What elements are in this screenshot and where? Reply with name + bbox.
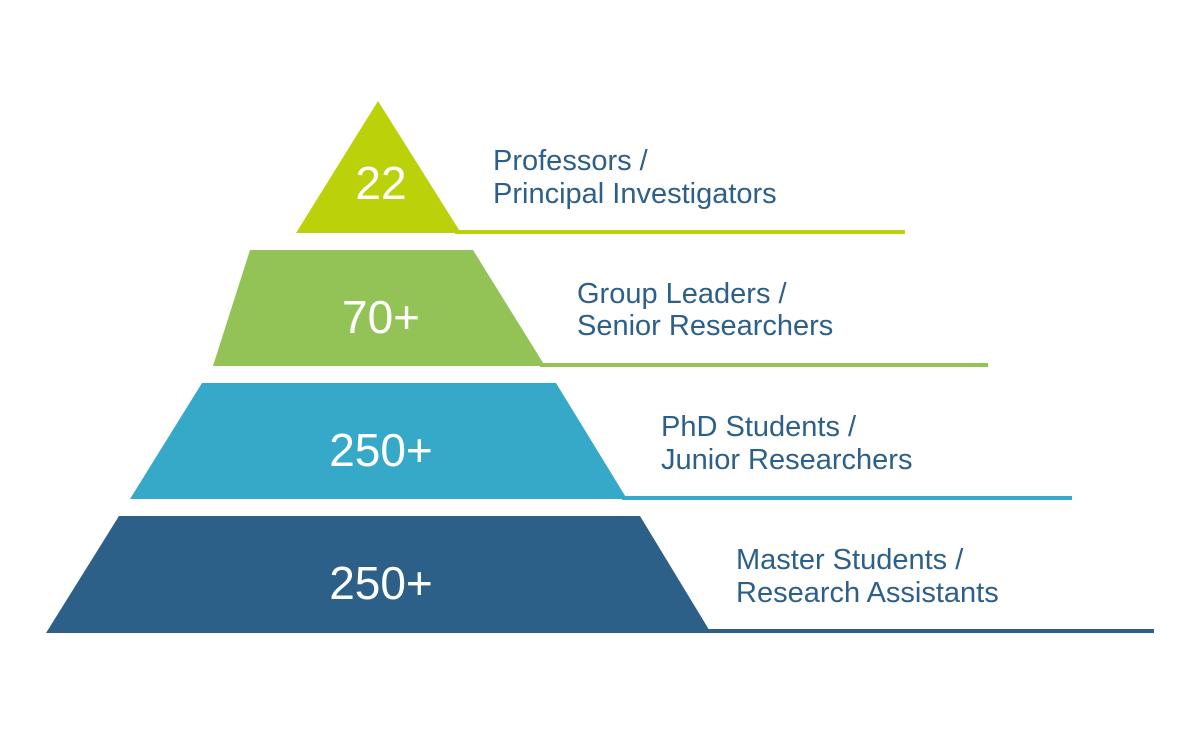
tier-4-label-line2: Research Assistants <box>736 577 999 609</box>
tier-2-label-line1: Group Leaders / <box>577 278 788 310</box>
tier-3-shape <box>130 383 627 499</box>
tier-4-shape <box>46 516 711 633</box>
tier-2-underline <box>540 363 988 367</box>
tier-1-value: 22 <box>355 157 406 209</box>
tier-3-value: 250+ <box>329 424 433 476</box>
tier-4-value: 250+ <box>329 557 433 609</box>
tier-1-label-line1: Professors / <box>493 145 649 177</box>
pyramid-tier-2: 70+ Group Leaders / Senior Researchers <box>213 250 988 367</box>
tier-4-label-line1: Master Students / <box>736 544 964 576</box>
pyramid-tier-1: 22 Professors / Principal Investigators <box>296 101 905 234</box>
tier-2-shape <box>213 250 545 366</box>
tier-1-label-line2: Principal Investigators <box>493 178 777 210</box>
pyramid-tier-4: 250+ Master Students / Research Assistan… <box>46 516 1154 633</box>
tier-1-shape <box>296 101 461 233</box>
tier-2-label-line2: Senior Researchers <box>577 310 833 342</box>
tier-3-label-line2: Junior Researchers <box>661 444 912 476</box>
tier-3-label-line1: PhD Students / <box>661 411 857 443</box>
tier-2-value: 70+ <box>342 291 420 343</box>
tier-3-underline <box>622 496 1072 500</box>
tier-4-underline <box>705 629 1154 633</box>
pyramid-tier-3: 250+ PhD Students / Junior Researchers <box>130 383 1072 500</box>
tier-1-underline <box>455 230 905 234</box>
